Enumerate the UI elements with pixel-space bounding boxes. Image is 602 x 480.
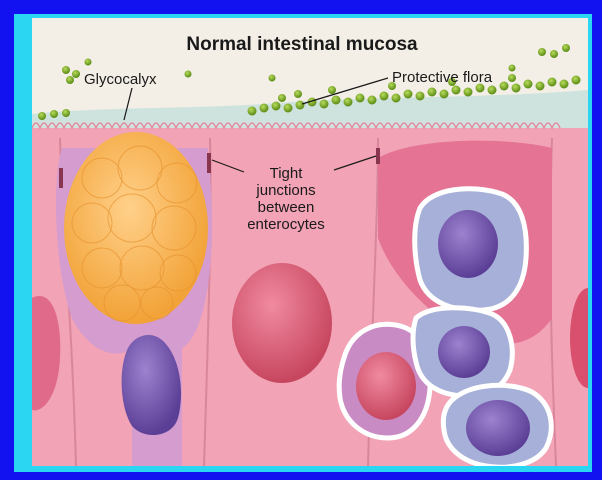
tight-junctions-line-2: junctions (255, 182, 315, 199)
tight-junctions-line-4: enterocytes (247, 216, 325, 233)
diagram-title: Normal intestinal mucosa (186, 34, 418, 55)
protective-flora-label: Protective flora (392, 69, 493, 86)
tight-junctions-line-3: between (258, 199, 315, 216)
tight-junctions-line-1: Tight (270, 165, 304, 182)
enterocyte-nucleus (232, 263, 332, 383)
diagram-stage: Normal intestinal mucosa Glycocalyx Prot… (32, 18, 588, 466)
mucosa-illustration: Normal intestinal mucosa Glycocalyx Prot… (32, 18, 588, 466)
glycocalyx-label: Glycocalyx (84, 71, 157, 88)
goblet-vesicles (64, 132, 208, 324)
